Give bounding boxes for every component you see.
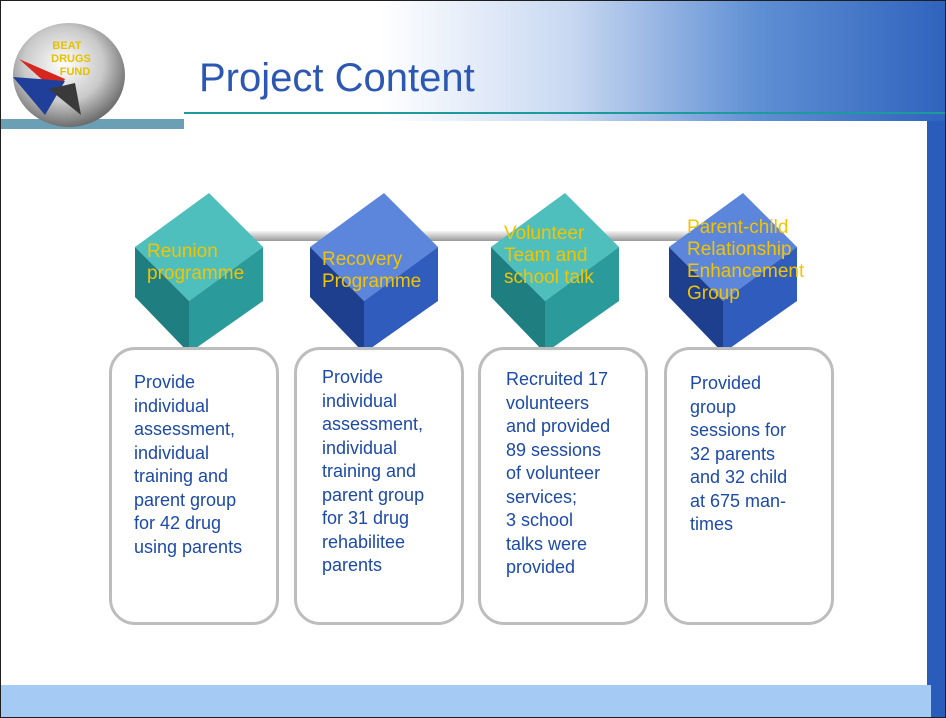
- step-1-label: Reunion programme: [147, 241, 245, 284]
- left-accent-rule: [1, 119, 184, 129]
- svg-text:BEAT: BEAT: [52, 40, 81, 52]
- title-underline: [184, 112, 945, 114]
- step-1-description: Provide individual assessment, individua…: [134, 372, 243, 557]
- header-band: [1, 1, 945, 121]
- step-3-label: Volunteer Team and school talk: [504, 223, 594, 288]
- step-4-cube: [669, 193, 797, 353]
- step-3-description: Recruited 17 volunteers and provided 89 …: [506, 369, 611, 577]
- right-accent-bar: [927, 121, 945, 717]
- beat-drugs-fund-logo: BEAT DRUGS FUND: [13, 23, 125, 127]
- svg-text:DRUGS: DRUGS: [51, 53, 91, 65]
- step-2-description: Provide individual assessment, individua…: [322, 367, 425, 575]
- step-2-cube: [310, 193, 438, 353]
- step-1-cube: [135, 193, 263, 353]
- step-4-description: Provided group sessions for 32 parents a…: [690, 373, 788, 534]
- step-4-card: [664, 347, 834, 625]
- step-3-card: [478, 347, 648, 625]
- step-4-label: Parent-child Relationship Enhancement Gr…: [687, 217, 805, 304]
- step-1-card: [109, 347, 279, 625]
- step-3-cube: [491, 193, 619, 353]
- page-title: Project Content: [199, 56, 475, 100]
- step-connector: [223, 231, 723, 241]
- footer-band: [1, 685, 931, 717]
- step-2-card: [294, 347, 464, 625]
- svg-text:FUND: FUND: [60, 66, 91, 78]
- step-2-label: Recovery Programme: [322, 249, 422, 292]
